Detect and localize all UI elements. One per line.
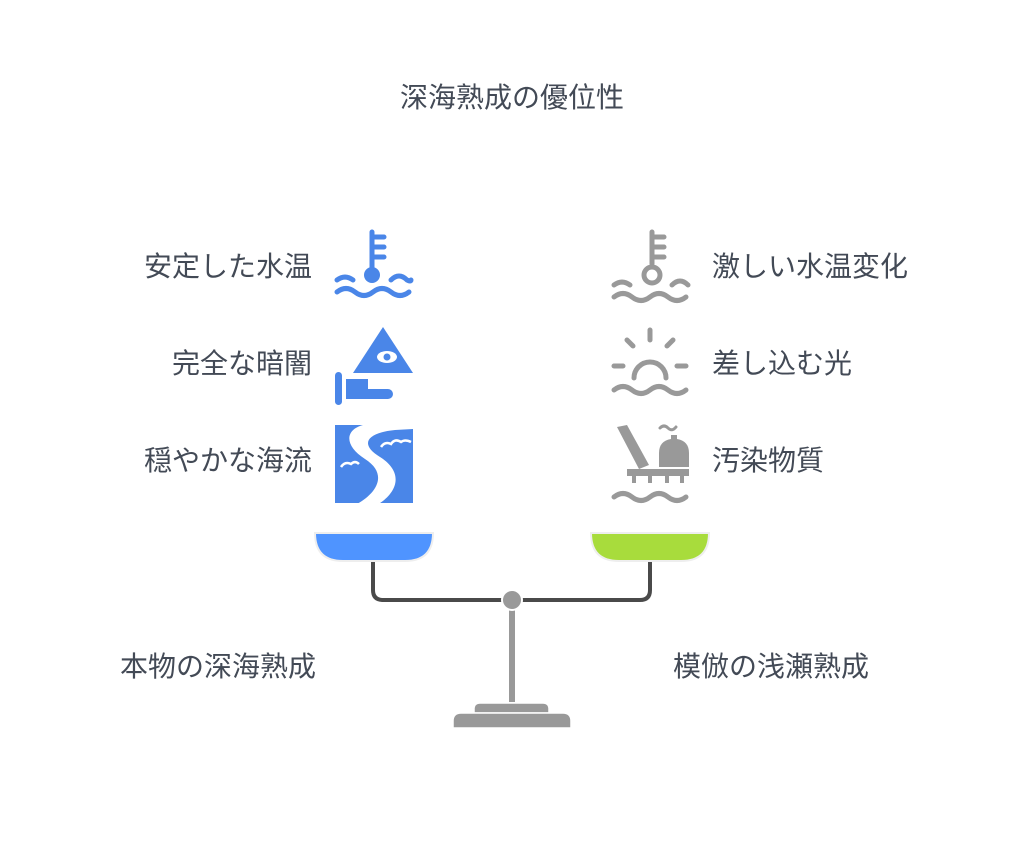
sunrise-over-water-icon [611,327,689,396]
oil-rig-pollution-icon [611,424,689,503]
left-side-label: 本物の深海熟成 [120,650,317,683]
eye-pyramid-hand-icon [335,327,413,405]
scale-base-top [473,702,550,714]
right-item-label: 汚染物質 [712,444,825,477]
right-item-label: 激しい水温変化 [712,250,909,283]
left-item-label: 完全な暗闇 [171,347,312,380]
water-temperature-icon [611,229,691,303]
scale-base-bottom [452,712,572,729]
left-pan [313,532,435,562]
water-temperature-icon [334,229,414,298]
scale-stem [509,608,515,702]
right-item-label: 差し込む光 [712,347,853,380]
right-side-label: 模倣の浅瀬熟成 [673,650,870,683]
diagram-title: 深海熟成の優位性 [399,81,624,114]
river-current-icon [335,423,413,505]
right-pan [589,532,711,562]
left-item-label: 安定した水温 [143,250,312,283]
left-item-label: 穏やかな海流 [143,444,312,477]
scale-pivot [501,589,523,611]
